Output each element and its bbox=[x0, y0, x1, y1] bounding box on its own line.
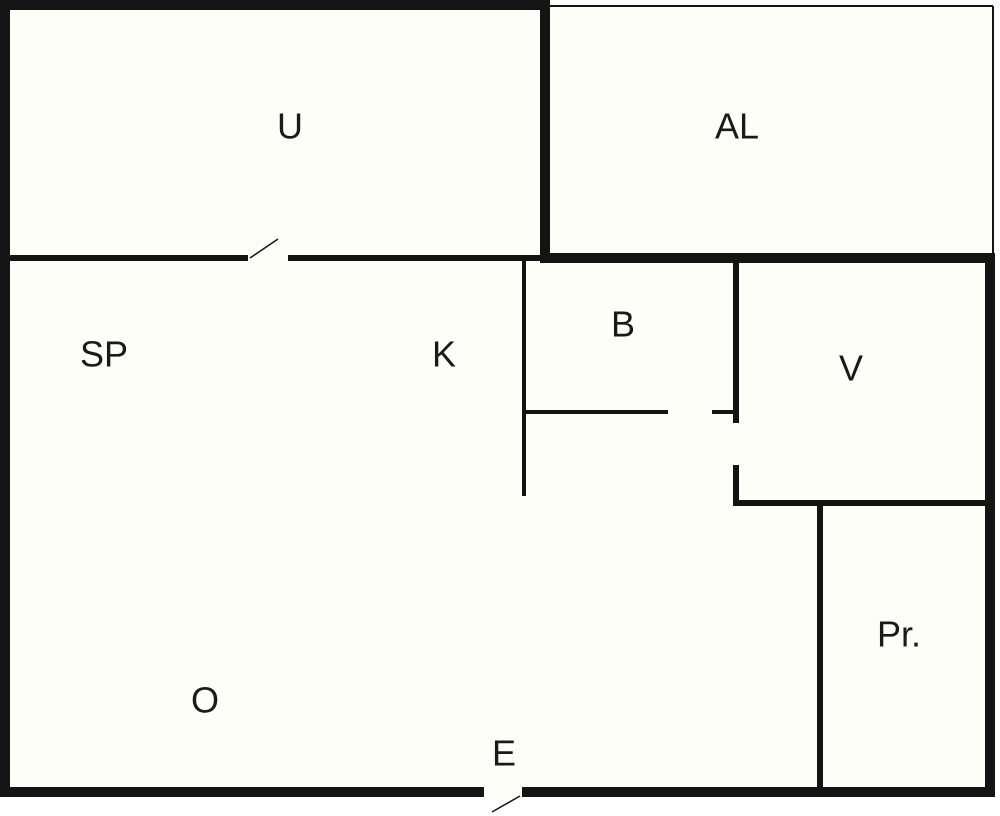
room-label-pr: Pr. bbox=[877, 614, 921, 655]
door-entrance bbox=[484, 786, 522, 800]
door-leaf-u-sp bbox=[249, 238, 279, 259]
room-label-u: U bbox=[277, 106, 303, 147]
room-label-e: E bbox=[492, 733, 516, 774]
floor-area bbox=[5, 5, 995, 797]
room-label-b: B bbox=[611, 304, 635, 345]
room-label-k: K bbox=[432, 334, 456, 375]
room-label-o: O bbox=[191, 680, 219, 721]
door-leaf-entrance bbox=[491, 795, 521, 813]
room-label-v: V bbox=[839, 348, 863, 389]
room-label-sp: SP bbox=[80, 334, 128, 375]
room-label-al: AL bbox=[715, 106, 759, 147]
door-u-sp bbox=[248, 252, 288, 264]
